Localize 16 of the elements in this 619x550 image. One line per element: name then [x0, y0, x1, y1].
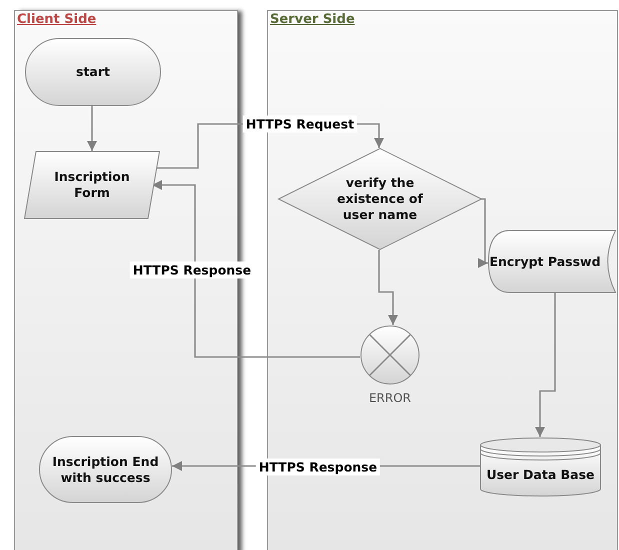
arrow	[535, 293, 556, 437]
node-caption: ERROR	[368, 391, 412, 405]
node-label: verify the existence of user name	[336, 175, 424, 223]
arrow	[152, 180, 360, 358]
edge-label: HTTPS Response	[256, 458, 380, 476]
node-label: Inscription End with success	[51, 454, 160, 486]
node-label: start	[76, 64, 110, 80]
arrow	[378, 250, 398, 325]
lane-heading: Client Side	[17, 12, 96, 27]
edge-label: HTTPS Request	[242, 116, 358, 132]
node-label: Encrypt Passwd	[489, 254, 601, 270]
arrow	[87, 106, 97, 151]
node-label: User Data Base	[486, 467, 595, 483]
lane-heading: Server Side	[270, 12, 355, 27]
arrow	[478, 198, 488, 268]
node-label: Inscription Form	[53, 169, 131, 201]
